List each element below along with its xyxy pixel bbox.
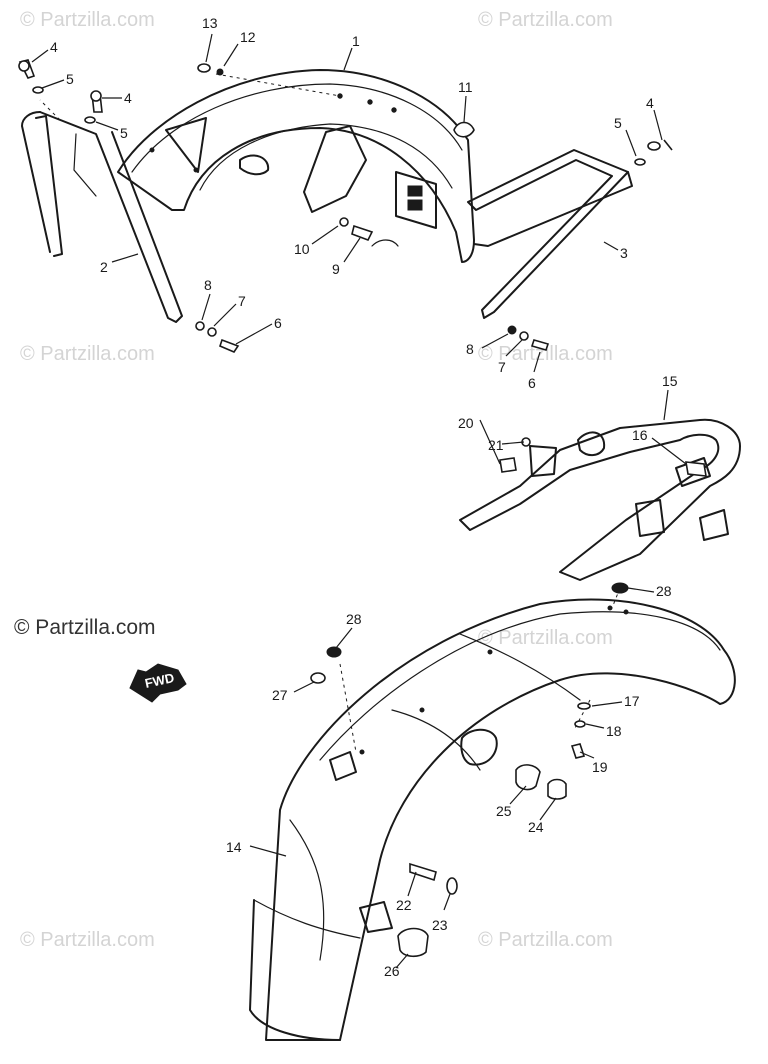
watermark-main-text: © Partzilla.com	[14, 616, 156, 639]
front-fender	[117, 69, 475, 263]
watermark-text: © Partzilla.com	[478, 9, 613, 31]
callout-5a: 5	[66, 71, 74, 87]
callout-4a: 4	[50, 39, 58, 55]
rear-fender	[249, 587, 736, 1041]
callout-24: 24	[528, 819, 544, 835]
callout-15: 15	[662, 373, 678, 389]
callout-9: 9	[332, 261, 340, 277]
callout-27: 27	[272, 687, 288, 703]
callout-19: 19	[592, 759, 608, 775]
watermarks: © Partzilla.com © Partzilla.com © Partzi…	[14, 9, 613, 951]
callout-13: 13	[202, 15, 218, 31]
callout-4c: 4	[646, 95, 654, 111]
forward-direction-icon: FWD	[129, 663, 187, 703]
callout-3: 3	[620, 245, 628, 261]
watermark-text: © Partzilla.com	[20, 929, 155, 951]
callout-28b: 28	[656, 583, 672, 599]
callout-14: 14	[226, 839, 242, 855]
callout-5c: 5	[614, 115, 622, 131]
callout-18: 18	[606, 723, 622, 739]
callout-5b: 5	[120, 125, 128, 141]
watermark-text: © Partzilla.com	[478, 627, 613, 649]
watermark-text: © Partzilla.com	[20, 9, 155, 31]
callout-1: 1	[352, 33, 360, 49]
front-fender-stay-left	[21, 111, 183, 323]
callout-21: 21	[488, 437, 504, 453]
forward-label: FWD	[144, 670, 176, 691]
callout-6a: 6	[274, 315, 282, 331]
callout-25: 25	[496, 803, 512, 819]
callout-10: 10	[294, 241, 310, 257]
callout-7a: 7	[238, 293, 246, 309]
callout-12: 12	[240, 29, 256, 45]
callout-2: 2	[100, 259, 108, 275]
rear-fender-fasteners	[310, 461, 707, 958]
callout-7b: 7	[498, 359, 506, 375]
callout-20: 20	[458, 415, 474, 431]
callout-28a: 28	[346, 611, 362, 627]
front-fender-fasteners	[18, 59, 673, 353]
callout-6b: 6	[528, 375, 536, 391]
callout-17: 17	[624, 693, 640, 709]
callout-22: 22	[396, 897, 412, 913]
watermark-text: © Partzilla.com	[478, 929, 613, 951]
watermark-text: © Partzilla.com	[478, 343, 613, 365]
callout-23: 23	[432, 917, 448, 933]
callout-11: 11	[458, 79, 473, 95]
callout-8b: 8	[466, 341, 474, 357]
callout-26: 26	[384, 963, 400, 979]
front-fender-stay-right	[467, 149, 633, 319]
watermark-text: © Partzilla.com	[20, 343, 155, 365]
callout-16: 16	[632, 427, 648, 443]
callout-8a: 8	[204, 277, 212, 293]
callouts: 1 2 3 4 4 4 5 5 5 6 6 7 7 8 8 9 10 11	[31, 15, 687, 979]
callout-4b: 4	[124, 90, 132, 106]
